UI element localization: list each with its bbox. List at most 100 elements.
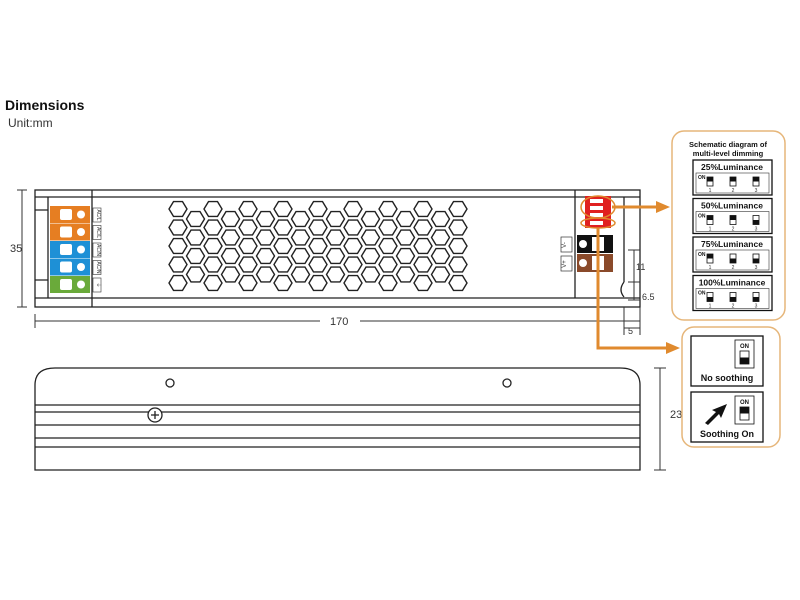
vent-hole xyxy=(273,237,293,255)
switch-number: 3 xyxy=(755,265,758,271)
vent-hole xyxy=(203,237,223,255)
dip-switch-3: 3 xyxy=(752,292,760,310)
soothing-option: ON Soothing On xyxy=(690,391,764,443)
vent-hole xyxy=(308,219,328,236)
on-label: ON xyxy=(740,400,749,406)
dimension-edge: 5 xyxy=(628,326,633,336)
vent-hole xyxy=(238,219,258,236)
on-label: ON xyxy=(698,214,706,220)
dip-switch-2: 2 xyxy=(729,292,737,310)
dimming-title-line1: Schematic diagram of xyxy=(689,140,767,149)
vent-hole xyxy=(168,219,188,236)
vent-hole xyxy=(413,200,433,218)
side-view xyxy=(34,367,641,471)
vent-hole xyxy=(185,229,206,246)
vent-hole xyxy=(273,274,293,292)
switch-number: 1 xyxy=(709,227,712,233)
vent-hole xyxy=(255,247,276,265)
output-terminal-label: V+ xyxy=(562,260,568,268)
soothing-label: No soothing xyxy=(701,373,754,383)
vent-hole xyxy=(185,210,206,228)
vent-hole xyxy=(290,229,311,246)
ventilation-hex-grid xyxy=(168,200,468,292)
vent-hole xyxy=(308,256,328,273)
switch-number: 2 xyxy=(732,304,735,310)
output-terminal: V- xyxy=(560,235,613,253)
luminance-label: 75%Luminance xyxy=(701,239,763,249)
vent-hole xyxy=(343,219,363,236)
vent-hole xyxy=(290,266,311,283)
dip-switch-3: 3 xyxy=(752,215,760,233)
vent-hole xyxy=(413,256,433,273)
vent-hole xyxy=(290,247,311,265)
vent-hole xyxy=(168,200,188,218)
vent-hole xyxy=(203,200,223,218)
vent-hole xyxy=(325,266,346,283)
vent-hole xyxy=(220,266,241,283)
vent-hole xyxy=(413,219,433,236)
vent-hole xyxy=(343,256,363,273)
vent-hole xyxy=(168,237,188,255)
dip-switch-2: 2 xyxy=(729,215,737,233)
vent-hole xyxy=(238,200,258,218)
arrow-icon xyxy=(705,404,727,425)
dimension-length: 170 xyxy=(330,316,348,328)
vent-hole xyxy=(255,229,276,246)
vent-hole xyxy=(185,266,206,283)
vent-hole xyxy=(220,229,241,246)
vent-hole xyxy=(203,256,223,273)
dimension-mount-offset: 11 xyxy=(636,262,645,272)
terminal-label: AC/L xyxy=(95,227,101,238)
switch-number: 2 xyxy=(732,227,735,233)
dimming-schematic-panel: Schematic diagram of multi-level dimming… xyxy=(671,130,786,321)
switch-number: 3 xyxy=(755,227,758,233)
vent-hole xyxy=(430,247,451,265)
luminance-label: 100%Luminance xyxy=(699,278,766,288)
terminal-label: AC/L xyxy=(95,209,101,220)
vent-hole xyxy=(378,274,398,292)
dip-switch-1: 1 xyxy=(706,253,714,271)
callout-arrows xyxy=(596,201,680,354)
vent-hole xyxy=(325,247,346,265)
vent-hole xyxy=(203,274,223,292)
vent-hole xyxy=(238,256,258,273)
dimension-slot: 6.5 xyxy=(642,292,655,302)
vent-hole xyxy=(413,237,433,255)
vent-hole xyxy=(203,219,223,236)
vent-hole xyxy=(308,274,328,292)
vent-hole xyxy=(448,237,468,255)
input-terminal: ⏚ xyxy=(50,276,102,293)
vent-hole xyxy=(220,247,241,265)
switch-number: 1 xyxy=(709,265,712,271)
vent-hole xyxy=(378,219,398,236)
vent-hole xyxy=(325,229,346,246)
dimension-lines xyxy=(17,189,666,471)
vent-hole xyxy=(448,274,468,292)
vent-hole xyxy=(360,247,381,265)
soothing-label: Soothing On xyxy=(700,429,754,439)
vent-hole xyxy=(255,210,276,228)
on-label: ON xyxy=(698,291,706,297)
on-label: ON xyxy=(698,175,706,181)
vent-hole xyxy=(308,237,328,255)
dimension-height: 35 xyxy=(10,243,22,255)
vent-hole xyxy=(343,237,363,255)
vent-hole xyxy=(168,256,188,273)
input-terminal: AC/L xyxy=(50,206,102,223)
switch-number: 2 xyxy=(732,265,735,271)
vent-hole xyxy=(273,200,293,218)
vent-hole xyxy=(448,200,468,218)
input-terminal-block: AC/LAC/LAC/NAC/N⏚ xyxy=(50,206,102,293)
switch-number: 1 xyxy=(709,188,712,194)
vent-hole xyxy=(395,229,416,246)
vent-hole xyxy=(343,200,363,218)
vent-hole xyxy=(360,229,381,246)
terminal-label: AC/N xyxy=(95,262,101,274)
vent-hole xyxy=(325,210,346,228)
output-terminal-block: V- V+ xyxy=(560,235,613,272)
luminance-label: 25%Luminance xyxy=(701,162,763,172)
input-terminal: AC/L xyxy=(50,223,102,241)
